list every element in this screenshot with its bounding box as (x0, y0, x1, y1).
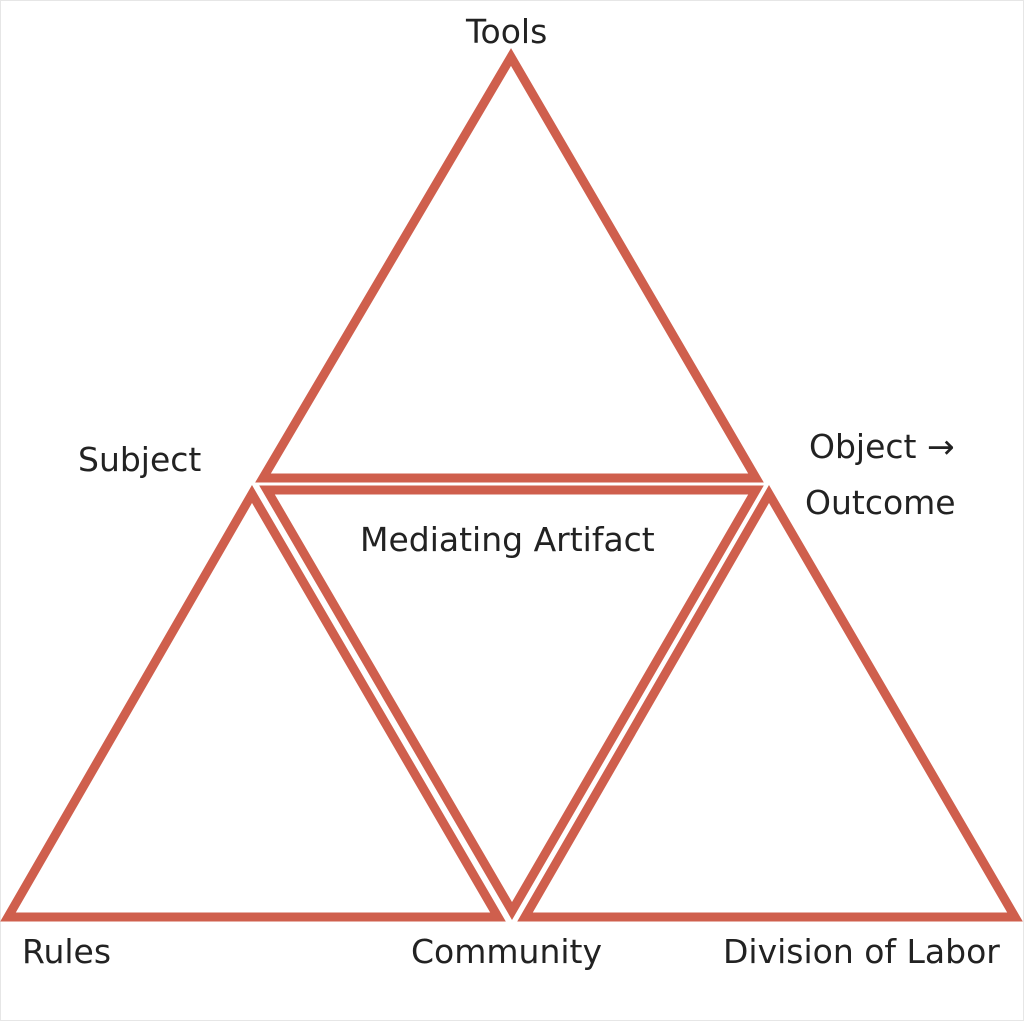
bottom-right-triangle (517, 485, 1023, 922)
top-triangle (255, 48, 764, 483)
object-label: Object → (809, 427, 955, 466)
bottom-left-triangle (0, 485, 506, 922)
tools-label: Tools (466, 12, 548, 51)
rules-label: Rules (22, 932, 112, 971)
subject-label: Subject (78, 440, 202, 479)
center-inverted-triangle (259, 485, 764, 920)
community-label: Community (411, 932, 602, 971)
mediating-artifact-label: Mediating Artifact (360, 520, 655, 559)
outcome-label: Outcome (805, 483, 956, 522)
division-of-labor-label: Division of Labor (723, 932, 1000, 971)
